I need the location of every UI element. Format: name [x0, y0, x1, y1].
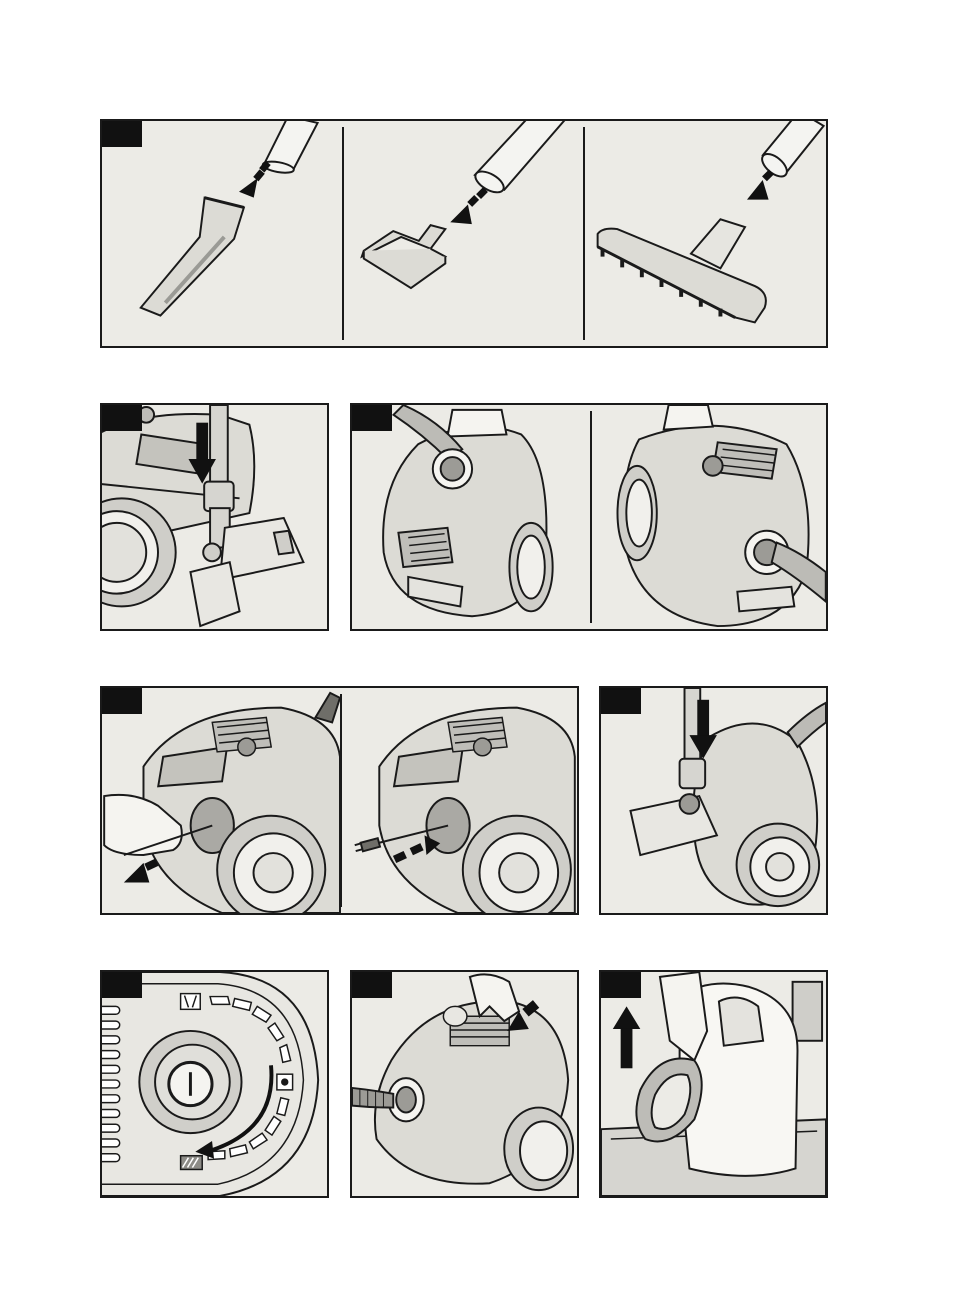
arrow-down-left-icon — [124, 859, 159, 883]
open-lid-illustration — [352, 972, 577, 1196]
arrow-down-left-icon — [747, 169, 774, 199]
on-off-dial-icon — [139, 1031, 241, 1133]
subpanel-divider — [340, 694, 342, 907]
carpet-icon — [181, 1156, 203, 1170]
arrow-down-left-icon — [239, 161, 271, 198]
figure-number-tab — [352, 972, 392, 998]
figure-7-open-lid — [350, 970, 579, 1198]
tube-end-icon — [315, 693, 340, 722]
hand-icon — [664, 405, 713, 430]
subpanel-divider — [342, 127, 344, 340]
hard-floor-icon — [277, 1074, 293, 1090]
figure-number-tab — [102, 405, 142, 431]
figure-8-remove-bag — [599, 970, 828, 1198]
wheel-icon — [463, 816, 571, 913]
figure-2-park-tube — [100, 403, 329, 631]
hose-socket-icon — [433, 449, 472, 488]
floor-nozzle-icon — [190, 518, 303, 626]
carry-illustration — [352, 405, 826, 629]
wheel-icon — [509, 523, 552, 611]
figure-number-tab — [102, 688, 142, 714]
wheel-icon — [737, 824, 820, 907]
plug-icon — [355, 838, 380, 851]
nozzles-illustration — [102, 121, 826, 346]
park-tube-illustration — [102, 405, 327, 629]
figure-number-tab — [102, 121, 142, 147]
hose-icon — [788, 703, 826, 747]
figure-5-storage-position — [599, 686, 828, 915]
figure-number-tab — [352, 405, 392, 431]
floor-nozzle-icon — [598, 219, 766, 322]
tube-end-icon — [262, 121, 318, 175]
upholstery-nozzle-icon — [362, 225, 446, 288]
crevice-nozzle-icon — [141, 198, 244, 316]
figure-number-tab — [601, 688, 641, 714]
figure-3-carry-device — [350, 403, 828, 631]
tube-end-icon — [472, 121, 568, 197]
hand-icon — [448, 410, 507, 437]
figure-number-tab — [102, 972, 142, 998]
figure-6-power-dial — [100, 970, 329, 1198]
arrow-up-icon — [613, 1006, 641, 1068]
curtain-icon — [181, 994, 201, 1010]
wheel-icon — [504, 1108, 573, 1191]
wheel-icon — [617, 466, 656, 560]
storage-illustration — [601, 688, 826, 913]
bag-door-icon — [737, 587, 794, 612]
figure-4-power-cord — [100, 686, 579, 915]
arrow-down-left-icon — [450, 187, 488, 224]
subpanel-divider — [590, 411, 592, 623]
wheel-icon — [217, 816, 325, 913]
remove-bag-illustration — [601, 972, 826, 1196]
figure-1-attach-nozzles — [100, 119, 828, 348]
figure-number-tab — [601, 972, 641, 998]
dial-illustration — [102, 972, 327, 1196]
vent-grille-icon — [398, 528, 452, 567]
subpanel-divider — [583, 127, 585, 340]
hand-icon — [660, 972, 707, 1060]
